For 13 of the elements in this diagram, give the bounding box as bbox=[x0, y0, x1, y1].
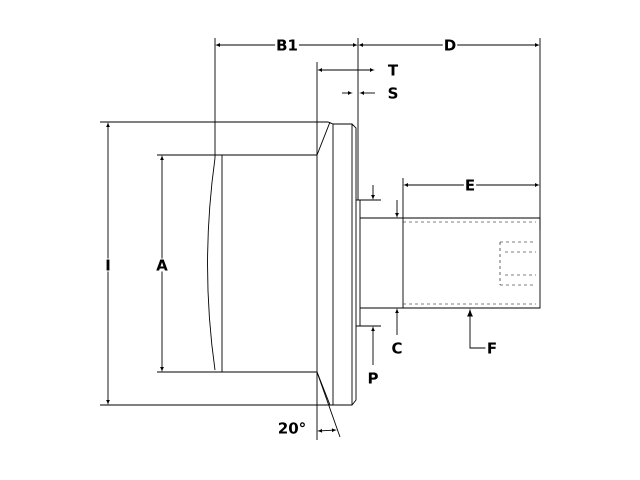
dimension-label: D bbox=[442, 38, 458, 52]
callout-letter: F bbox=[486, 342, 498, 354]
dimension-label: I bbox=[104, 258, 112, 272]
dimension-label: T bbox=[386, 64, 400, 76]
dimension-label: B1 bbox=[275, 38, 299, 52]
leader-line bbox=[467, 310, 486, 348]
dimension-label: A bbox=[155, 258, 169, 272]
dimension-label: E bbox=[464, 178, 476, 192]
dimension-label: 20° bbox=[276, 421, 308, 435]
dimension-label: C bbox=[390, 341, 404, 355]
threaded-stud bbox=[402, 218, 540, 308]
dimension-label: P bbox=[366, 372, 380, 384]
dimension-label: S bbox=[386, 86, 400, 100]
